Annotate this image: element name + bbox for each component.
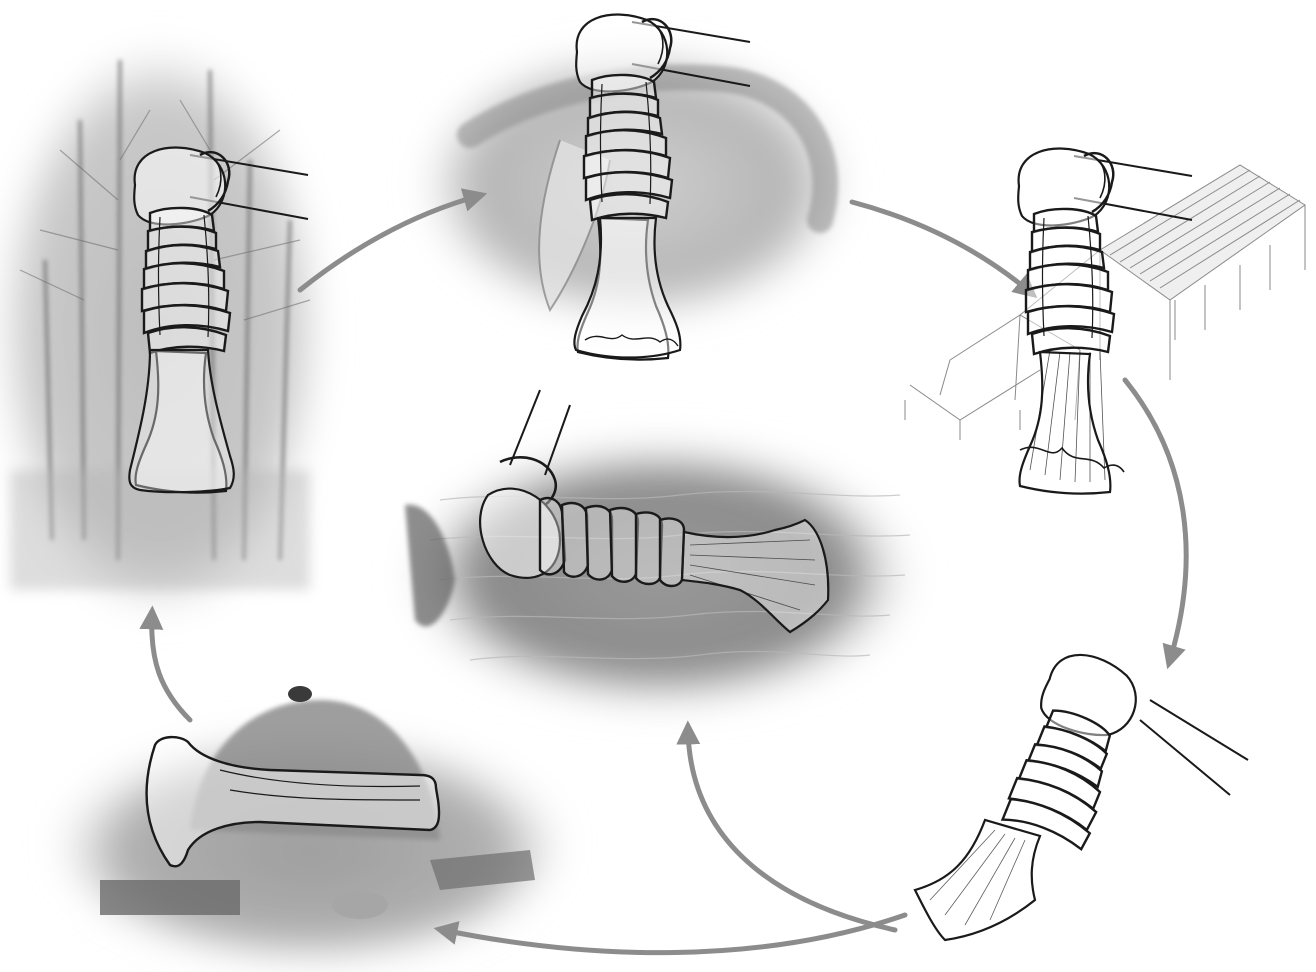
arrow-use-to-deposition	[688, 730, 895, 930]
arrow-smelting-to-forest	[152, 615, 190, 720]
arrow-ritual-to-settlement	[852, 202, 1030, 292]
arrow-settlement-to-use	[1125, 380, 1186, 660]
arrow-use-to-smelting	[443, 915, 905, 953]
settlement-axe	[1018, 149, 1192, 494]
use-axe	[915, 644, 1248, 940]
